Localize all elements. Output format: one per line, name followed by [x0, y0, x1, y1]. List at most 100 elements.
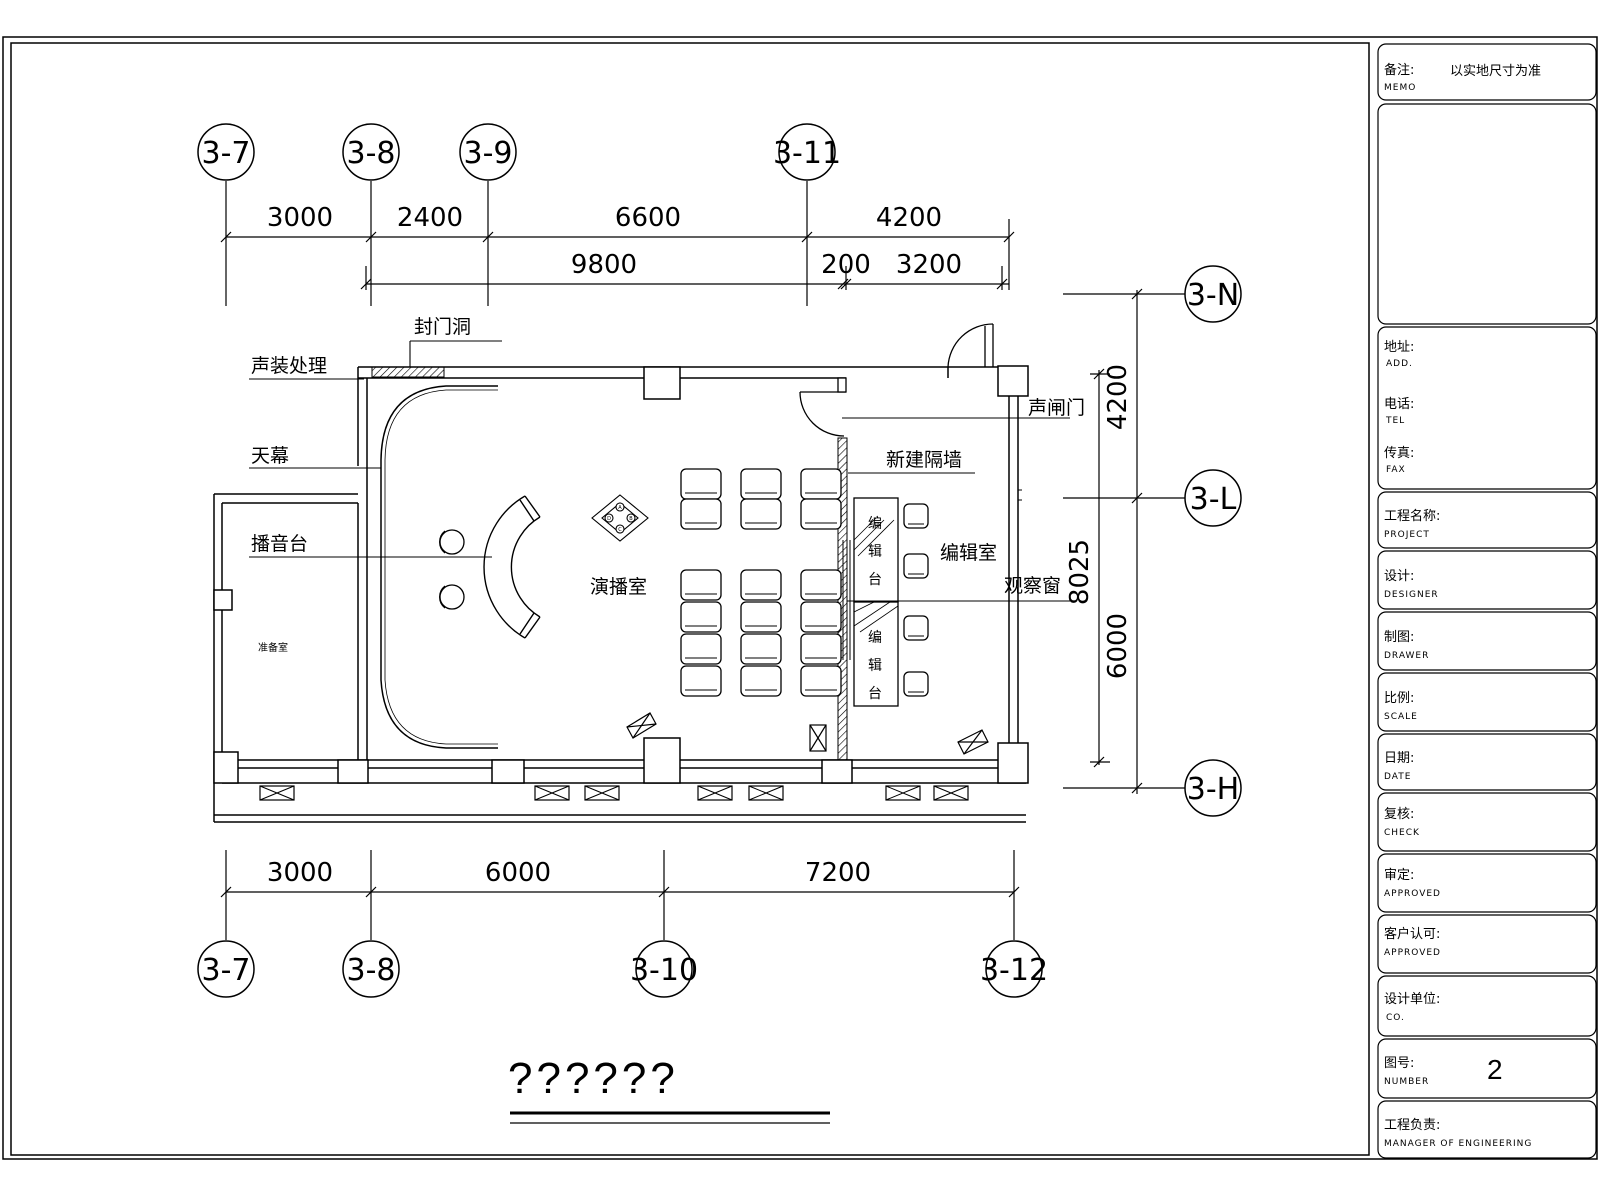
dim-top-1: 3000 [267, 203, 333, 233]
label-acoustic: 声装处理 [251, 355, 327, 377]
grid-bubble [1184, 759, 1242, 817]
top-dimensions [220, 181, 1015, 306]
tb-fax-en: FAX [1386, 465, 1406, 475]
grid-bubble [459, 123, 517, 181]
label-studio: 演播室 [590, 576, 647, 598]
svg-text:A: A [618, 505, 622, 511]
edit-desk-char: 编 [868, 516, 882, 532]
grid-bubble [778, 123, 836, 181]
svg-text:C: C [618, 527, 622, 533]
bottom-grid-bubbles: 3-7 3-8 3-10 3-12 [197, 940, 1048, 998]
grid-label: 3-H [1187, 772, 1239, 807]
dim-right-2: 6000 [1103, 613, 1133, 679]
dim-right-1: 4200 [1103, 364, 1133, 430]
grid-bubble [197, 940, 255, 998]
entry-door [947, 323, 994, 368]
audience-chairs [680, 468, 842, 697]
label-sound-door: 声闸门 [1028, 397, 1085, 419]
label-sky-curtain: 天幕 [251, 445, 289, 467]
grid-bubble [197, 123, 255, 181]
label-obs-window: 观察窗 [1004, 575, 1061, 597]
tb-designer: 设计: [1384, 569, 1414, 584]
tb-project-en: PROJECT [1384, 530, 1430, 540]
grid-bubble [1184, 469, 1242, 527]
tb-client: 客户认可: [1384, 926, 1440, 942]
edit-desk-glass [853, 517, 899, 633]
grid-label: 3-9 [464, 136, 513, 171]
tb-number-en: NUMBER [1384, 1077, 1429, 1087]
grid-label: 3-11 [773, 136, 841, 171]
dim-bottom-2: 6000 [485, 858, 551, 888]
dim-top-2: 2400 [397, 203, 463, 233]
bottom-dimension-texts: 3000 6000 7200 [267, 858, 871, 888]
tb-approved: 审定: [1384, 868, 1414, 883]
columns [213, 365, 1029, 784]
grid-label: 3-12 [980, 953, 1048, 988]
tb-tel-en: TEL [1385, 416, 1405, 426]
right-dimension-texts: 4200 6000 8025 [1065, 364, 1133, 679]
tb-check: 复核: [1384, 807, 1414, 822]
sheet-border [2, 36, 1598, 1160]
tb-address-en: ADD. [1386, 359, 1413, 369]
broadcast-desk [483, 495, 541, 639]
camera-symbol-letters: A B C D [607, 505, 633, 533]
bottom-dimensions [220, 850, 1020, 940]
dim-top-7: 3200 [896, 250, 962, 280]
grid-label: 3-7 [202, 136, 251, 171]
top-grid-bubbles: 3-7 3-8 3-9 3-11 [197, 123, 841, 181]
observation-window [842, 540, 851, 660]
title-block [1377, 43, 1597, 1159]
right-grid-bubbles: 3-N 3-L 3-H [1184, 265, 1242, 817]
grid-label: 3-8 [347, 136, 396, 171]
grid-label: 3-7 [202, 953, 251, 988]
label-broadcast-desk: 播音台 [251, 533, 308, 555]
tb-date-en: DATE [1384, 772, 1411, 782]
tb-number: 图号: [1384, 1056, 1414, 1071]
tb-client-en: APPROVED [1384, 948, 1441, 958]
tb-approved-en: APPROVED [1384, 889, 1441, 899]
wall-vents [259, 785, 969, 801]
dim-top-5: 9800 [571, 250, 637, 280]
grid-bubble [342, 123, 400, 181]
floor-fixtures [626, 712, 989, 755]
dim-top-3: 6600 [615, 203, 681, 233]
camera-symbol [591, 494, 649, 542]
tb-drawer-en: DRAWER [1384, 651, 1429, 661]
memo-text: 以实地尺寸为准 [1450, 64, 1541, 79]
edit-desk-char: 台 [868, 572, 882, 588]
tb-scale: 比例: [1384, 691, 1414, 706]
dim-bottom-1: 3000 [267, 858, 333, 888]
leader-lines [249, 340, 1070, 602]
grid-bubble [1184, 265, 1242, 323]
grid-label: 3-8 [347, 953, 396, 988]
tb-manager: 工程负责: [1384, 1118, 1440, 1133]
grid-bubble [342, 940, 400, 998]
tb-address: 地址: [1384, 340, 1414, 355]
edit-desks [853, 497, 899, 707]
tb-company: 设计单位: [1384, 992, 1440, 1007]
edit-desk-char: 编 [868, 630, 882, 646]
dim-bottom-3: 7200 [805, 858, 871, 888]
editor-chairs [903, 503, 929, 697]
grid-bubble [985, 940, 1043, 998]
svg-text:B: B [629, 516, 633, 522]
sound-lock-door [799, 377, 847, 437]
svg-text:D: D [607, 516, 611, 522]
edit-desk-labels: 编 辑 台 编 辑 台 [868, 516, 882, 702]
top-dimension-texts: 3000 2400 6600 4200 9800 200 3200 [267, 203, 962, 280]
dim-top-6: 200 [821, 250, 871, 280]
tb-check-en: CHECK [1384, 828, 1420, 838]
label-new-wall: 新建隔墙 [886, 449, 962, 471]
tb-scale-en: SCALE [1384, 712, 1418, 722]
label-seal-door: 封门洞 [414, 316, 471, 338]
grid-label: 3-10 [630, 953, 698, 988]
drawing-frame [10, 42, 1370, 1156]
grid-label: 3-N [1187, 278, 1239, 313]
grid-label: 3-L [1190, 482, 1237, 517]
memo-label: 备注: [1384, 62, 1414, 78]
plan-labels: 封门洞 声装处理 天幕 播音台 演播室 声闸门 新建隔墙 编辑室 观察窗 准备室 [251, 316, 1085, 654]
tb-tel: 电话: [1384, 397, 1414, 412]
grid-bubble [635, 940, 693, 998]
label-prep-room: 准备室 [258, 641, 288, 654]
